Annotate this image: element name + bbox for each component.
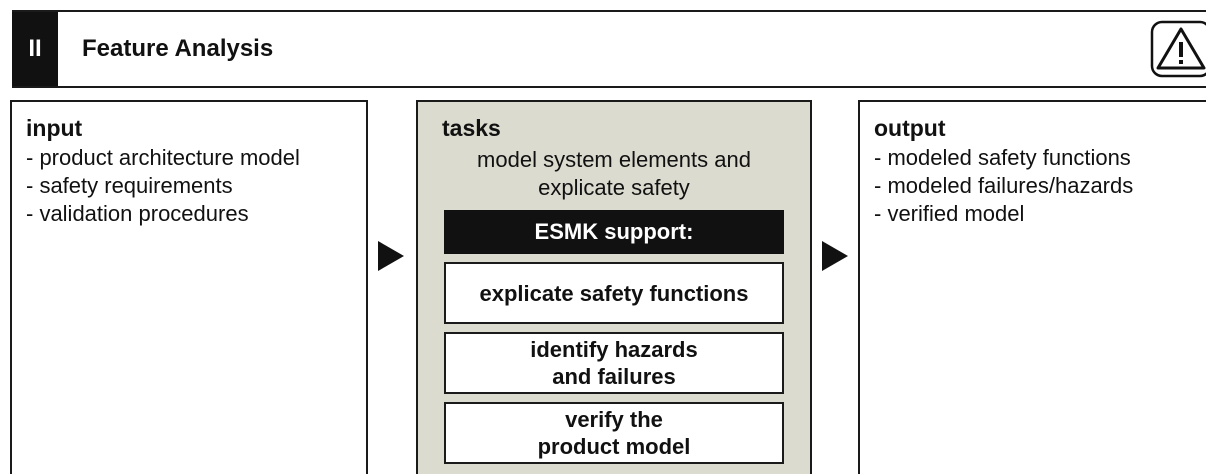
input-list: - product architecture model - safety re…: [26, 144, 366, 228]
list-item: - validation procedures: [26, 201, 249, 226]
list-item: - verified model: [874, 201, 1025, 226]
task-step-label: identify hazards: [530, 337, 698, 362]
output-title: output: [874, 115, 946, 141]
arrow-right-icon: [378, 241, 404, 271]
esmk-support-banner: ESMK support:: [444, 210, 784, 254]
warning-icon: [1150, 20, 1206, 78]
list-item: - safety requirements: [26, 173, 233, 198]
task-step-explicate: explicate safety functions: [444, 262, 784, 324]
input-title: input: [26, 115, 83, 141]
list-item: - modeled failures/hazards: [874, 173, 1134, 198]
task-step-label: and failures: [552, 364, 676, 389]
input-panel: input - product architecture model - saf…: [10, 100, 368, 474]
output-panel: output - modeled safety functions - mode…: [858, 100, 1206, 474]
task-step-label: explicate safety functions: [479, 280, 749, 306]
task-step-identify: identify hazards and failures: [444, 332, 784, 394]
tasks-description: model system elements and explicate safe…: [438, 146, 790, 202]
step-number-badge: II: [12, 12, 58, 86]
phase-header: II Feature Analysis: [12, 10, 1206, 88]
arrow-right-icon: [822, 241, 848, 271]
tasks-description-line: explicate safety: [538, 175, 690, 200]
tasks-description-line: model system elements and: [477, 147, 751, 172]
tasks-title: tasks: [442, 115, 501, 141]
phase-title: Feature Analysis: [82, 35, 274, 62]
task-step-label: verify the: [565, 407, 663, 432]
output-list: - modeled safety functions - modeled fai…: [874, 144, 1206, 228]
task-step-verify: verify the product model: [444, 402, 784, 464]
task-step-label: product model: [537, 434, 691, 459]
list-item: - modeled safety functions: [874, 145, 1131, 170]
list-item: - product architecture model: [26, 145, 300, 170]
tasks-panel: tasks model system elements and explicat…: [416, 100, 812, 474]
